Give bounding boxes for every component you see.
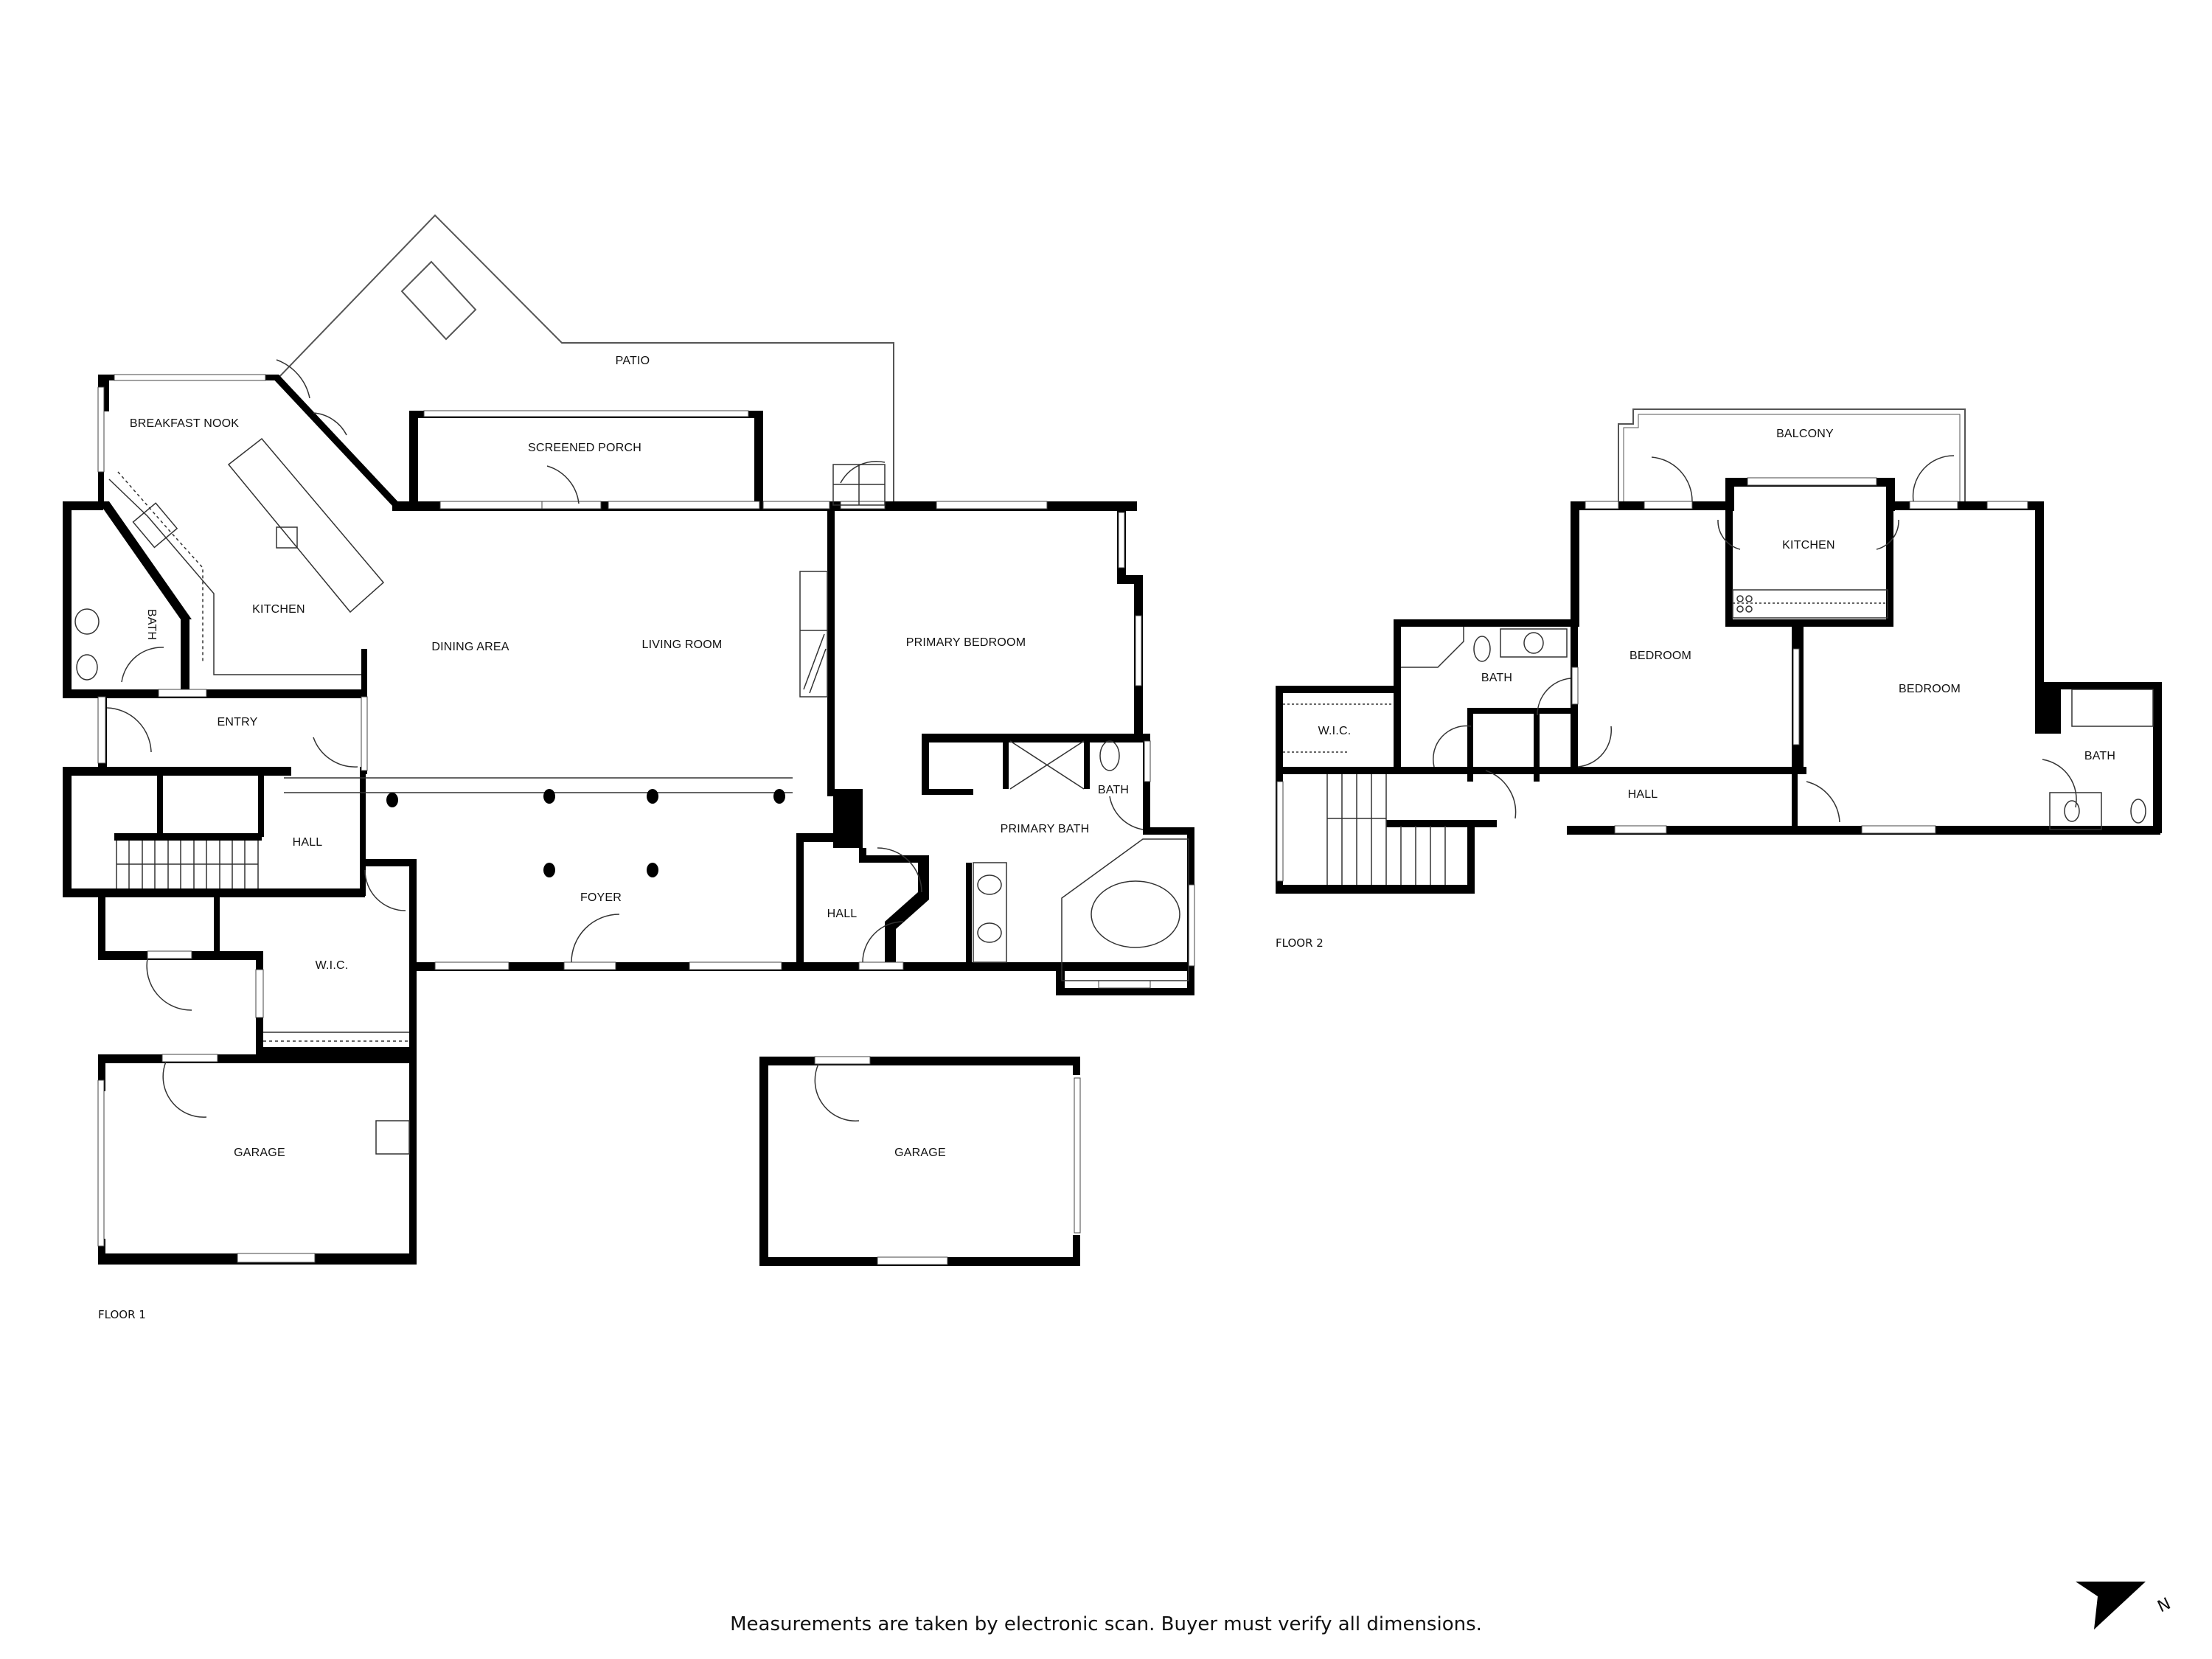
patio-outline [276, 214, 894, 507]
room-label-kitchen: KITCHEN [252, 603, 305, 616]
floor-1-label: FLOOR 1 [98, 1308, 146, 1321]
measurement-disclaimer: Measurements are taken by electronic sca… [730, 1613, 1482, 1635]
room-label-bedroom-west: BEDROOM [1629, 650, 1692, 662]
room-label-balcony: BALCONY [1776, 428, 1834, 440]
room-label-dining-area: DINING AREA [431, 641, 509, 653]
room-label-patio: PATIO [615, 355, 650, 367]
floor-2-label: FLOOR 2 [1276, 936, 1324, 950]
room-label-garage-east: GARAGE [894, 1147, 946, 1159]
room-label-bath-east-floor2: BATH [2084, 750, 2116, 762]
room-label-primary-wc: BATH [1097, 784, 1130, 796]
room-label-screened-porch: SCREENED PORCH [528, 442, 641, 454]
balcony-outline [1618, 408, 1966, 505]
room-label-wic-floor2: W.I.C. [1318, 725, 1352, 737]
north-arrow-icon [2076, 1582, 2146, 1630]
room-label-foyer: FOYER [580, 891, 622, 904]
room-label-breakfast-nook: BREAKFAST NOOK [129, 417, 240, 430]
room-label-primary-bath: PRIMARY BATH [1000, 823, 1090, 835]
patio-stair [400, 260, 477, 341]
room-label-hall-west: HALL [292, 836, 323, 849]
room-label-bedroom-east: BEDROOM [1898, 683, 1961, 695]
room-label-primary-bedroom: PRIMARY BEDROOM [905, 636, 1026, 649]
room-label-garage-west: GARAGE [234, 1147, 285, 1159]
room-label-kitchen-floor2: KITCHEN [1782, 539, 1835, 552]
room-label-entry: ENTRY [217, 716, 258, 728]
room-label-hall-east: HALL [827, 908, 858, 920]
room-label-living-room: LIVING ROOM [641, 639, 723, 651]
room-label-half-bath: BATH [145, 608, 158, 641]
room-label-hall-floor2: HALL [1627, 788, 1658, 801]
room-label-wic-floor1: W.I.C. [315, 959, 349, 972]
room-label-bath-west-floor2: BATH [1481, 672, 1513, 684]
